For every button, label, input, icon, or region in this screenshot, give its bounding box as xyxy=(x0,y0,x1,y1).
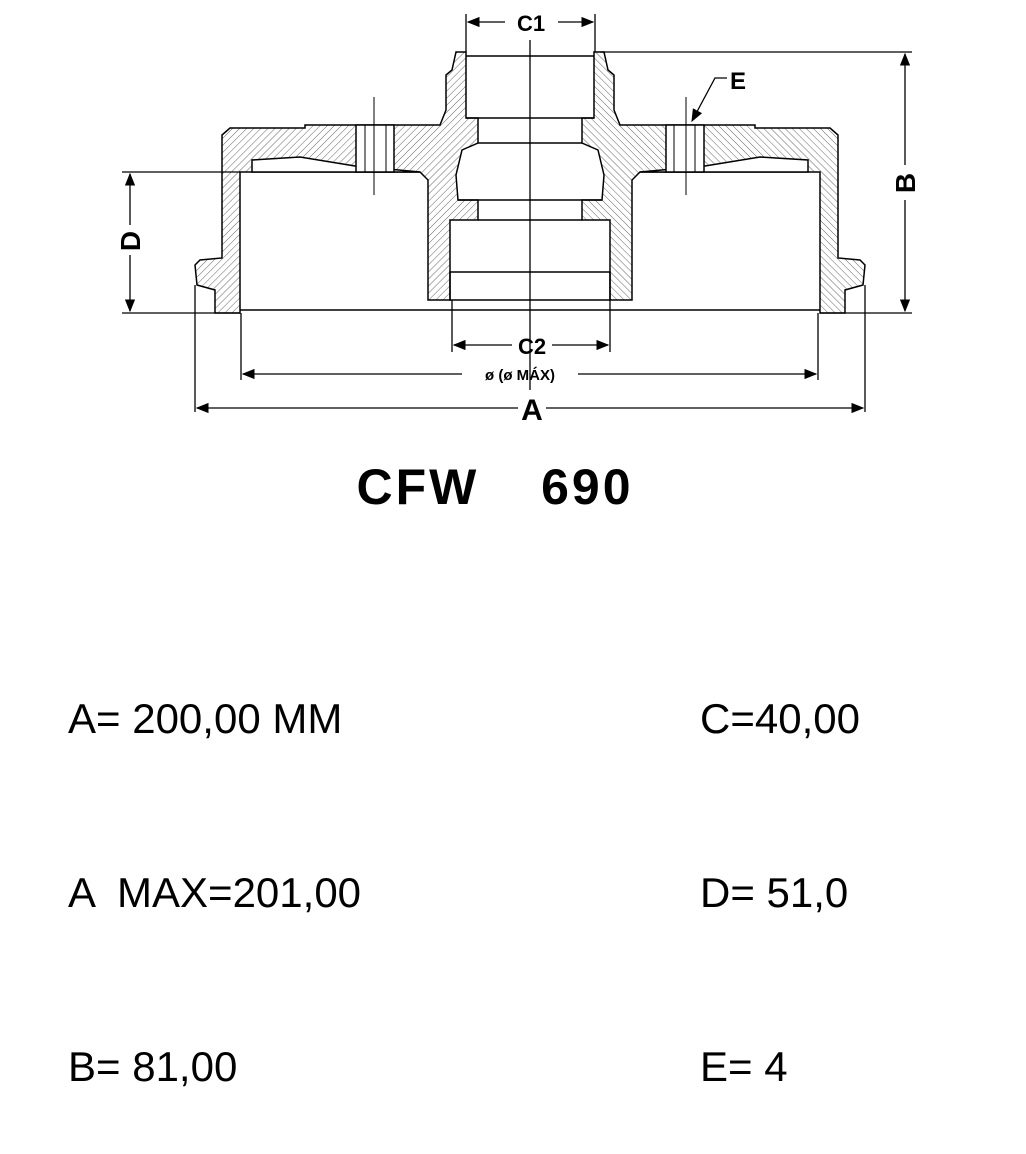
spec-a-max: A MAX=201,00 xyxy=(68,869,362,916)
label-b: B xyxy=(890,173,921,193)
spec-b: B= 81,00 xyxy=(68,1043,238,1090)
specs-right-column: C=40,00 D= 51,0 E= 4 xyxy=(700,574,860,1154)
part-number-title: CFW 690 xyxy=(356,459,634,515)
label-d: D xyxy=(115,231,146,251)
spec-d: D= 51,0 xyxy=(700,869,849,916)
specs-left-column: A= 200,00 MM A MAX=201,00 B= 81,00 xyxy=(68,574,361,1154)
brake-drum-cross-section: C1 C2 E ø (ø MÁX) A B D xyxy=(115,11,921,427)
dimension-lines xyxy=(122,14,912,414)
label-a: A xyxy=(521,394,543,427)
label-diameter: ø (ø MÁX) xyxy=(485,367,555,384)
spec-a: A= 200,00 MM xyxy=(68,695,343,742)
label-e: E xyxy=(730,68,746,95)
section-left-half xyxy=(194,51,479,314)
spec-c: C=40,00 xyxy=(700,695,860,742)
spec-e: E= 4 xyxy=(700,1043,788,1090)
label-c1: C1 xyxy=(517,11,545,36)
label-c2: C2 xyxy=(518,334,546,359)
